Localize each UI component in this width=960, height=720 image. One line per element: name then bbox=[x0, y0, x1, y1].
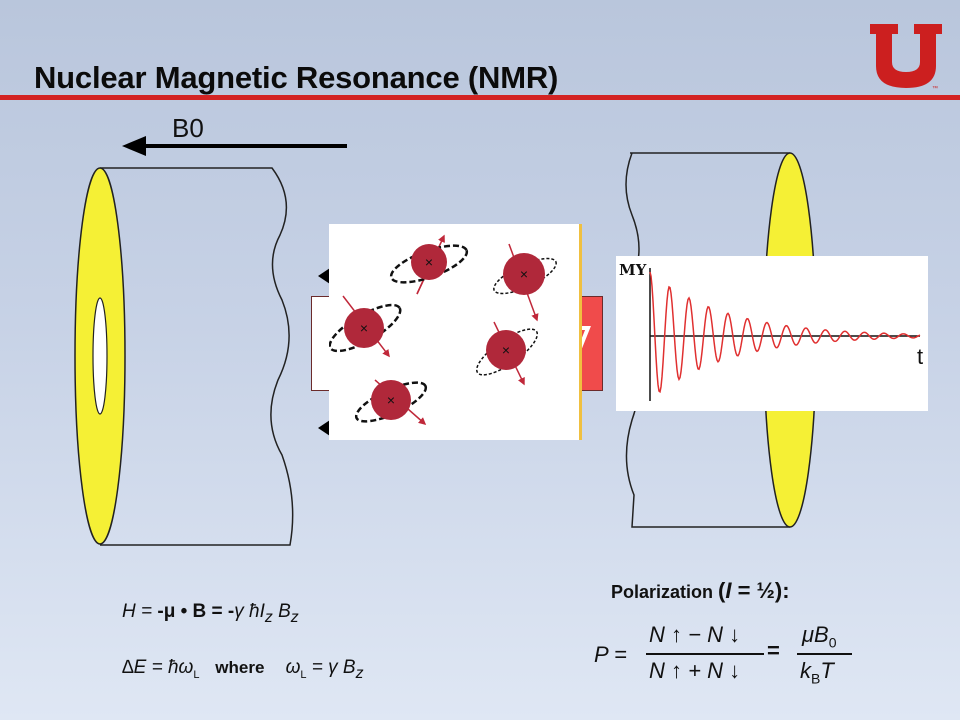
title-rule bbox=[0, 95, 960, 100]
polarization-label: Polarization (I = ½): bbox=[611, 578, 790, 603]
polarization-numerator: N ↑ − N ↓ bbox=[649, 622, 741, 647]
kb-t: kBT bbox=[800, 658, 834, 687]
polarization-formula: P = N ↑ − N ↓ N ↑ + N ↓ = μB0 kBT bbox=[594, 620, 854, 690]
polarization-denominator: N ↑ + N ↓ bbox=[649, 658, 741, 683]
field-label: B0 bbox=[172, 113, 204, 143]
svg-text:×: × bbox=[360, 320, 368, 336]
fid-signal-trace bbox=[649, 271, 921, 394]
logo-trademark: ™ bbox=[932, 85, 938, 92]
precessing-nuclei-panel: × × × × × bbox=[329, 224, 582, 440]
left-magnet bbox=[74, 167, 294, 546]
equals-sign: = bbox=[767, 638, 780, 663]
fid-x-label: t bbox=[917, 344, 924, 369]
svg-text:×: × bbox=[425, 254, 433, 270]
fid-signal-panel bbox=[616, 256, 928, 411]
nucleus-icon: × bbox=[389, 234, 469, 295]
slide-title: Nuclear Magnetic Resonance (NMR) bbox=[34, 60, 559, 95]
university-u-logo: ™ bbox=[870, 24, 942, 92]
svg-text:×: × bbox=[502, 342, 510, 358]
p-symbol: P = bbox=[594, 642, 627, 667]
nucleus-icon: × bbox=[354, 379, 428, 425]
nucleus-icon: × bbox=[329, 295, 402, 358]
fid-y-label: MY bbox=[619, 261, 647, 279]
mu-b0: μB0 bbox=[802, 622, 837, 651]
nucleus-icon: × bbox=[475, 321, 539, 386]
energy-formula: ∆E = ħωL where ωL = γ Bz bbox=[122, 657, 364, 682]
hamiltonian-formula: H = -μ • B = -γ ħIz Bz bbox=[122, 601, 299, 626]
svg-text:×: × bbox=[387, 392, 395, 408]
fid-plot bbox=[649, 268, 921, 401]
field-arrow-icon bbox=[122, 136, 347, 156]
nucleus-icon: × bbox=[493, 243, 557, 322]
svg-text:×: × bbox=[520, 266, 528, 282]
